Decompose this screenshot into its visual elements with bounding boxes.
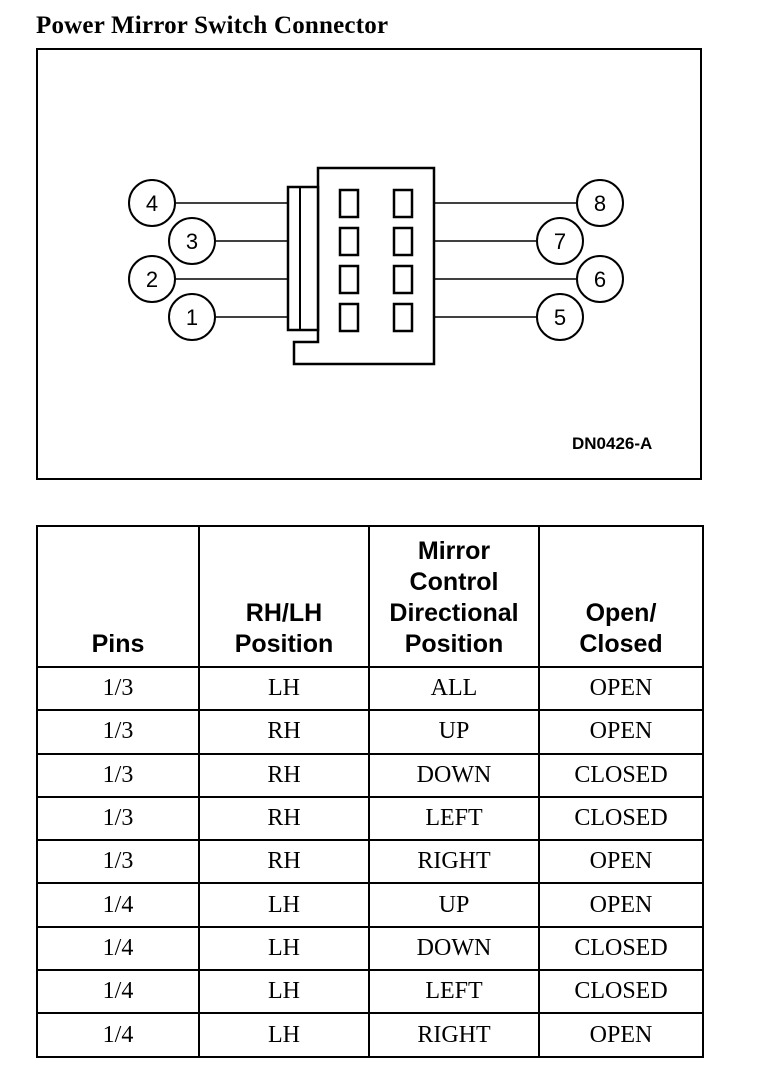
cell-position: RH	[198, 752, 370, 798]
pin-circle-7	[536, 217, 584, 265]
cell-direction: DOWN	[368, 752, 540, 798]
pin-circle-6	[576, 255, 624, 303]
cell-direction: UP	[368, 709, 540, 755]
terminal-5	[392, 302, 414, 333]
terminal-3	[338, 226, 360, 257]
cell-pins: 1/3	[36, 795, 200, 842]
terminal-6	[392, 264, 414, 295]
table-row: 1/3 RH RIGHT OPEN	[36, 839, 704, 885]
terminal-1	[338, 302, 360, 333]
pin-circle-3	[168, 217, 216, 265]
cell-position: LH	[198, 882, 370, 928]
connector-drawing: 4 3 2 1 8 7 6 5	[128, 166, 624, 366]
pin-label-3: 3	[186, 229, 198, 254]
cell-position: RH	[198, 795, 370, 842]
page-title: Power Mirror Switch Connector	[36, 12, 389, 39]
table-row: 1/4 LH DOWN CLOSED	[36, 925, 704, 972]
cell-pins: 1/4	[36, 969, 200, 1015]
table-header-row: Pins RH/LH Position Mirror Control Direc…	[36, 525, 704, 668]
pin-circle-1	[168, 293, 216, 341]
cell-direction: RIGHT	[368, 1012, 540, 1058]
connector-diagram: 4 3 2 1 8 7 6 5 DN0426-A	[36, 48, 702, 480]
cell-position: LH	[198, 925, 370, 972]
cell-position: LH	[198, 1012, 370, 1058]
table-row: 1/3 RH LEFT CLOSED	[36, 795, 704, 842]
terminal-8	[392, 188, 414, 219]
cell-state: CLOSED	[538, 969, 704, 1015]
header-open-closed: Open/ Closed	[538, 525, 704, 668]
header-rh-lh-position: RH/LH Position	[198, 525, 370, 668]
pin-state-table: Pins RH/LH Position Mirror Control Direc…	[36, 525, 704, 1058]
pin-label-4: 4	[146, 191, 158, 216]
pin-circle-8	[576, 179, 624, 227]
cell-position: LH	[198, 969, 370, 1015]
cell-state: CLOSED	[538, 752, 704, 798]
pin-label-8: 8	[594, 191, 606, 216]
table-row: 1/4 LH LEFT CLOSED	[36, 969, 704, 1015]
cell-state: OPEN	[538, 665, 704, 712]
cell-direction: UP	[368, 882, 540, 928]
pin-label-6: 6	[594, 267, 606, 292]
cell-position: RH	[198, 709, 370, 755]
pin-circle-4	[128, 179, 176, 227]
header-mirror-control-position: Mirror Control Directional Position	[368, 525, 540, 668]
cell-state: OPEN	[538, 839, 704, 885]
cell-state: OPEN	[538, 709, 704, 755]
terminal-4	[338, 188, 360, 219]
table-row: 1/3 RH UP OPEN	[36, 709, 704, 755]
cell-pins: 1/4	[36, 925, 200, 972]
terminal-7	[392, 226, 414, 257]
pin-label-7: 7	[554, 229, 566, 254]
pin-label-5: 5	[554, 305, 566, 330]
pin-label-2: 2	[146, 267, 158, 292]
cell-pins: 1/3	[36, 752, 200, 798]
cell-state: OPEN	[538, 1012, 704, 1058]
cell-state: OPEN	[538, 882, 704, 928]
cell-pins: 1/3	[36, 665, 200, 712]
cell-pins: 1/4	[36, 1012, 200, 1058]
cell-pins: 1/3	[36, 709, 200, 755]
cell-direction: RIGHT	[368, 839, 540, 885]
pin-circle-2	[128, 255, 176, 303]
locking-tab	[286, 185, 320, 332]
header-pins: Pins	[36, 525, 200, 668]
terminal-2	[338, 264, 360, 295]
figure-id: DN0426-A	[572, 434, 653, 453]
cell-state: CLOSED	[538, 925, 704, 972]
table-row: 1/4 LH RIGHT OPEN	[36, 1012, 704, 1058]
cell-direction: ALL	[368, 665, 540, 712]
cell-position: LH	[198, 665, 370, 712]
pin-circle-5	[536, 293, 584, 341]
table-row: 1/4 LH UP OPEN	[36, 882, 704, 928]
cell-position: RH	[198, 839, 370, 885]
cell-direction: DOWN	[368, 925, 540, 972]
table-row: 1/3 LH ALL OPEN	[36, 665, 704, 712]
cell-pins: 1/4	[36, 882, 200, 928]
table-row: 1/3 RH DOWN CLOSED	[36, 752, 704, 798]
cell-pins: 1/3	[36, 839, 200, 885]
cell-direction: LEFT	[368, 969, 540, 1015]
cell-direction: LEFT	[368, 795, 540, 842]
cell-state: CLOSED	[538, 795, 704, 842]
pin-label-1: 1	[186, 305, 198, 330]
